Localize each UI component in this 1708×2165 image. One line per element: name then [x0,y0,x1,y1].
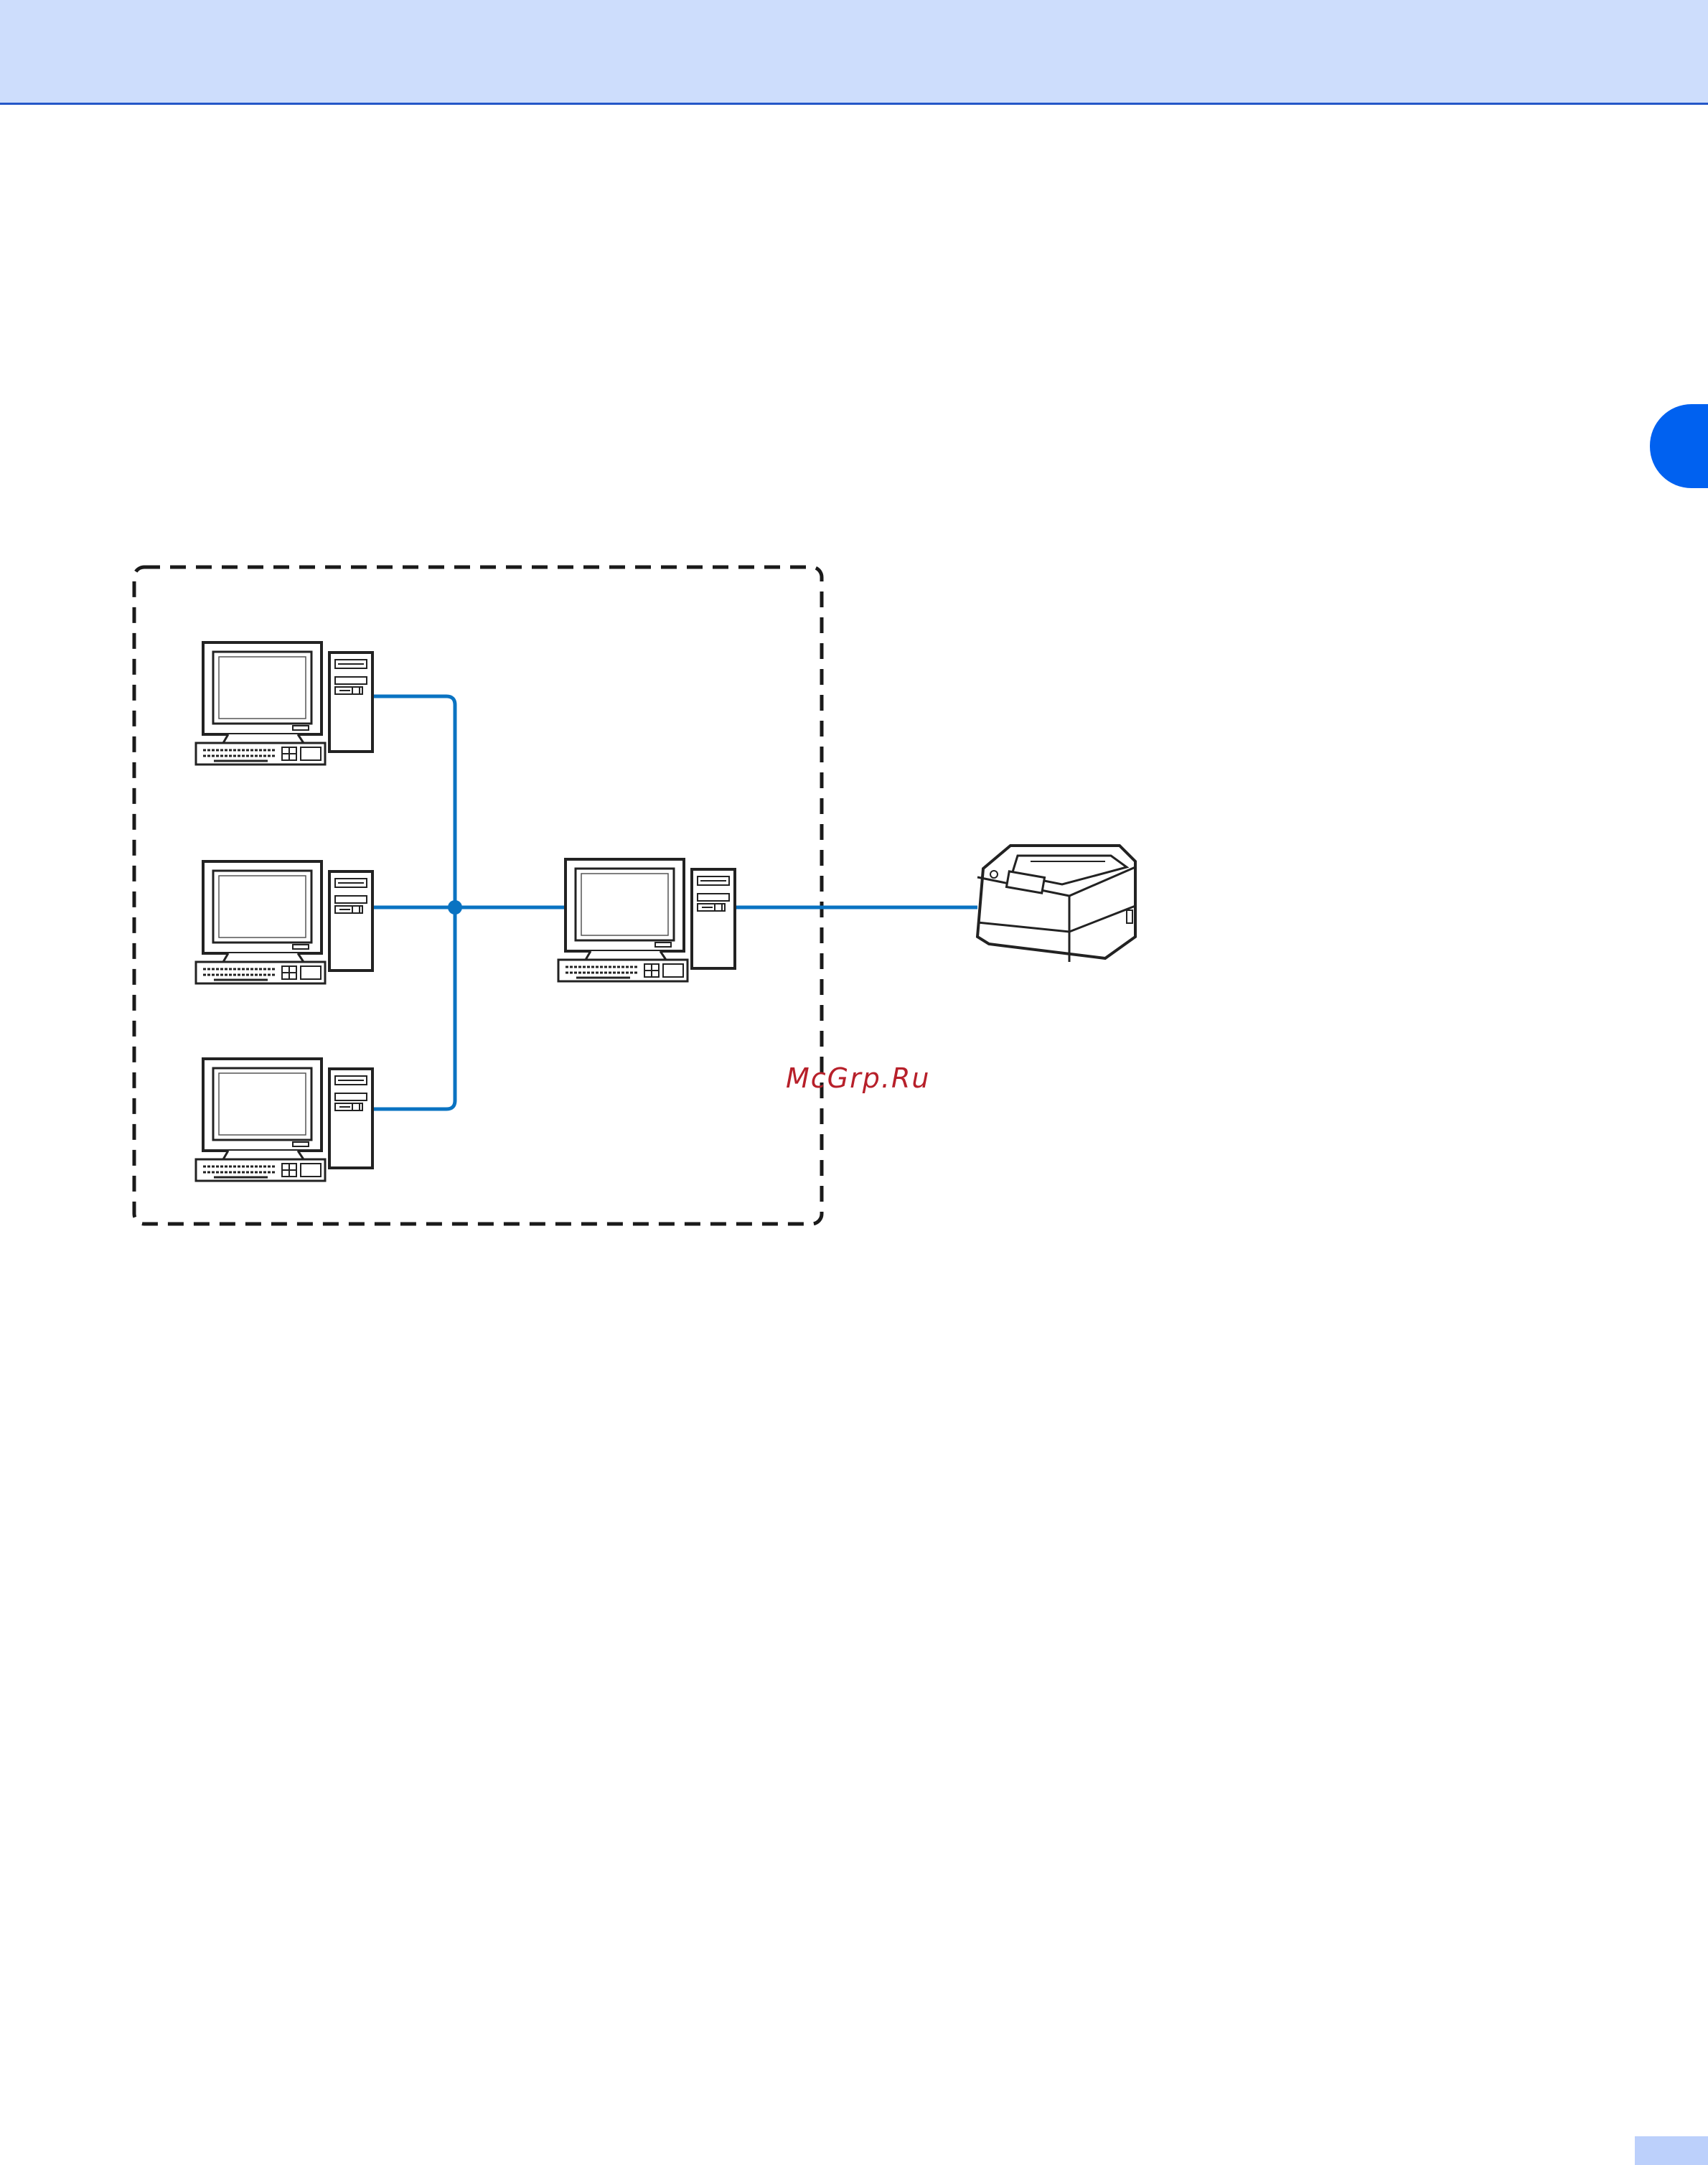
desktop-computer-icon [196,642,372,764]
laser-printer-icon [977,846,1135,962]
network-line-pc1 [372,696,455,907]
network-line-pc3 [372,907,455,1109]
desktop-computer-icon [196,861,372,983]
desktop-computer-icon [558,859,735,981]
desktop-computer-icon [196,1059,372,1181]
watermark-text: McGrp.Ru [786,1062,930,1094]
network-junction-node [448,900,462,915]
page-number-box [1635,2136,1708,2165]
